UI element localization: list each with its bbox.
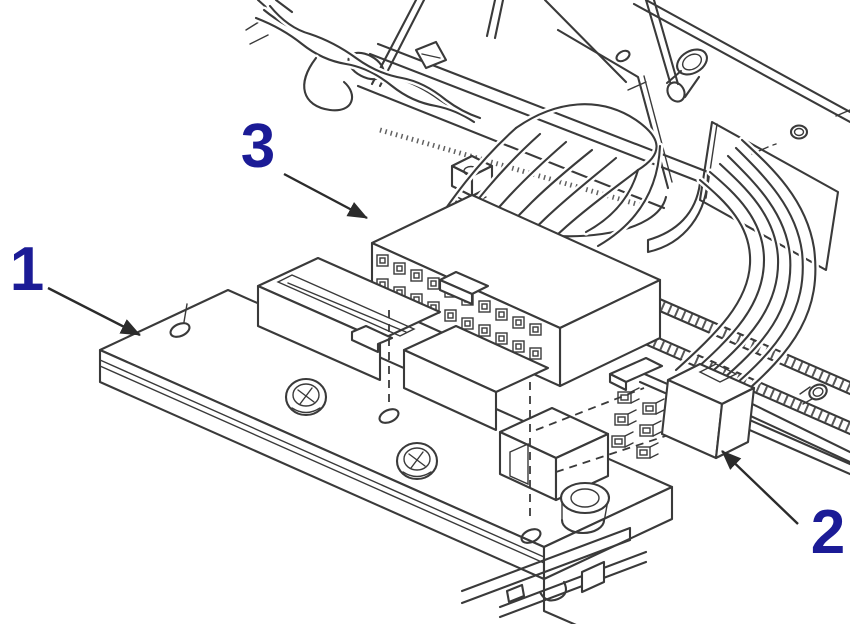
callout-3: 3	[235, 116, 279, 178]
printhead-screw	[395, 441, 439, 481]
wire-harness	[245, 0, 480, 122]
frame-oval-hole	[615, 49, 631, 63]
rail-bolt	[799, 383, 828, 405]
callout-1-label: 1	[9, 235, 45, 304]
wire-loop	[303, 56, 354, 112]
power-pins	[611, 387, 665, 459]
connector-boss	[559, 481, 611, 535]
power-connector	[608, 356, 756, 460]
mount-hole	[169, 322, 191, 338]
frame-stud	[665, 48, 708, 103]
power-key-tab	[608, 356, 664, 392]
callout-arrow-2	[721, 450, 799, 525]
mounting-bracket	[347, 0, 710, 254]
receptacle-housing	[256, 256, 550, 432]
printer-frame	[556, 0, 850, 272]
frame-round-hole	[789, 124, 809, 140]
roller-clip	[414, 40, 448, 70]
end-bracket	[498, 406, 610, 502]
printhead-assembly	[98, 256, 674, 624]
printhead-screw	[284, 377, 328, 417]
connector-latch-tab	[438, 270, 490, 306]
data-cable-connector	[370, 193, 662, 388]
callout-1: 1	[4, 239, 48, 301]
callout-arrows	[47, 172, 799, 525]
mount-hole	[520, 528, 542, 544]
callout-arrow-1	[47, 286, 141, 337]
callout-2: 2	[805, 502, 849, 564]
callout-arrow-3	[283, 172, 368, 220]
callout-2-label: 2	[810, 498, 846, 567]
frame-cutout	[698, 120, 840, 272]
printhead-end-face	[542, 485, 674, 581]
mount-hole	[378, 408, 400, 424]
callout-3-label: 3	[240, 112, 276, 181]
bottom-plates	[460, 526, 648, 624]
